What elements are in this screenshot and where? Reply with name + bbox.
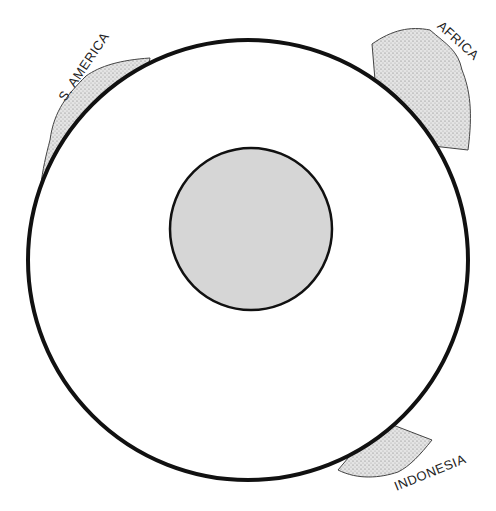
mantle-circle xyxy=(28,40,468,480)
core-circle xyxy=(170,148,332,310)
